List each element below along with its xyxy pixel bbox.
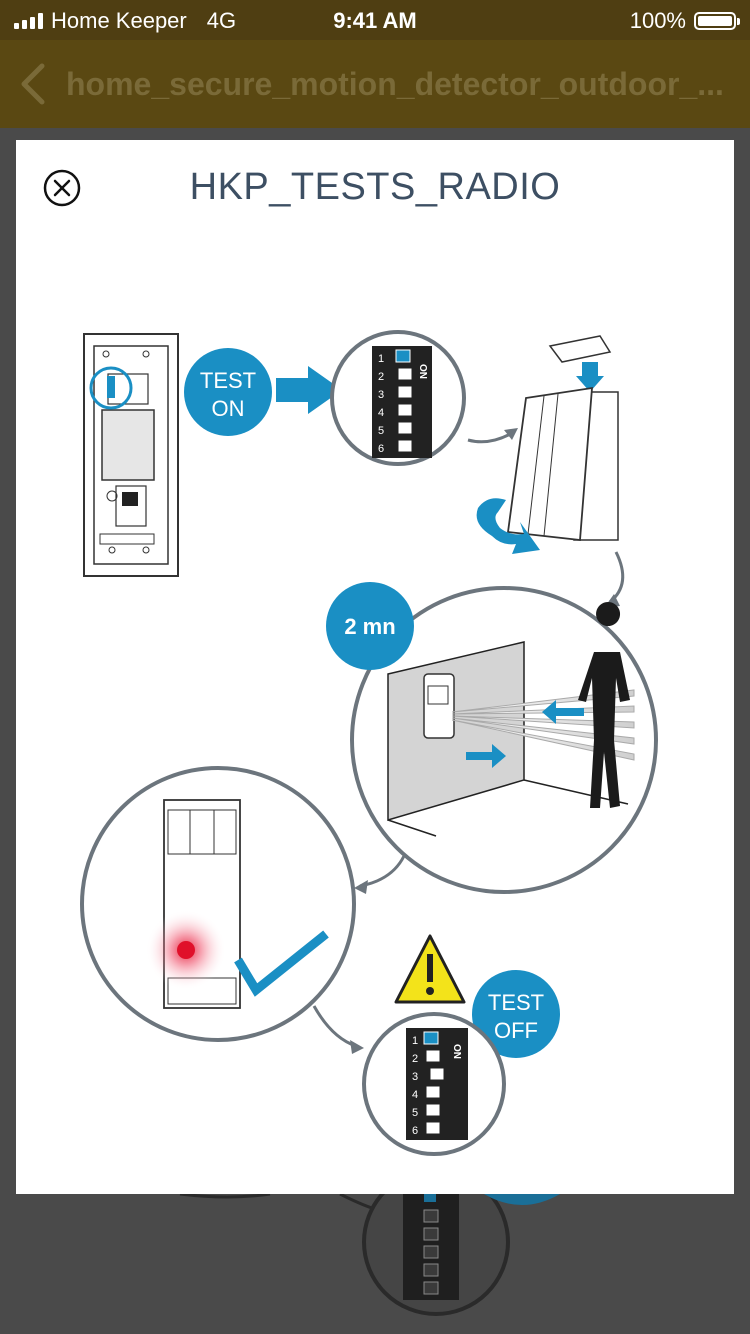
nav-bar: home_secure_motion_detector_outdoor_... — [0, 40, 750, 128]
status-bar: Home Keeper 4G 9:41 AM 100% — [0, 0, 750, 40]
battery-icon — [694, 12, 740, 30]
svg-text:3: 3 — [412, 1071, 418, 1083]
carrier-name: Home Keeper — [51, 8, 187, 33]
dip-switch-test-on: ON 1 2 3 4 5 6 — [330, 330, 466, 466]
warning-triangle-icon — [394, 934, 466, 1004]
radio-test-illustration: TEST ON ON 1 2 3 4 5 6 — [80, 330, 658, 1156]
chevron-left-icon[interactable] — [14, 60, 54, 108]
svg-text:5: 5 — [412, 1107, 418, 1119]
signal-strength-icon — [14, 13, 43, 29]
detector-open-diagram — [83, 333, 179, 577]
test-on-badge: TEST ON — [184, 348, 272, 436]
svg-text:1: 1 — [378, 353, 384, 365]
rotate-arrow-icon — [476, 498, 540, 554]
detector-close-diagram — [506, 335, 619, 541]
duration-badge: 2 mn — [326, 582, 414, 670]
svg-text:OFF: OFF — [494, 1018, 538, 1043]
person-silhouette — [578, 602, 630, 808]
led-check-diagram — [80, 766, 356, 1042]
test-off-badge: TEST OFF — [472, 970, 560, 1058]
close-icon[interactable] — [42, 168, 82, 208]
checkmark-icon — [234, 930, 329, 997]
instruction-modal: TEST ON ON 1 2 3 4 5 6 — [16, 140, 734, 1194]
svg-text:2: 2 — [378, 371, 384, 383]
svg-text:TEST: TEST — [200, 368, 256, 393]
svg-text:5: 5 — [378, 425, 384, 437]
arrow-right-icon — [276, 366, 342, 414]
svg-text:ON: ON — [212, 396, 245, 421]
svg-text:2 mn: 2 mn — [344, 614, 395, 639]
dip-switch-test-off: ON 1 2 3 4 5 6 — [362, 1012, 506, 1156]
svg-text:ON: ON — [451, 1044, 462, 1059]
battery-percent: 100% — [629, 8, 686, 33]
svg-text:4: 4 — [412, 1089, 418, 1101]
svg-text:ON: ON — [417, 364, 428, 379]
svg-text:6: 6 — [412, 1125, 418, 1137]
svg-text:2: 2 — [412, 1053, 418, 1065]
svg-text:TEST: TEST — [488, 990, 544, 1015]
svg-text:6: 6 — [378, 443, 384, 455]
nav-title: home_secure_motion_detector_outdoor_... — [66, 66, 724, 102]
modal-title: HKP_TESTS_RADIO — [189, 166, 561, 208]
network-type: 4G — [206, 8, 237, 33]
clock: 9:41 AM — [333, 8, 417, 33]
svg-text:3: 3 — [378, 389, 384, 401]
svg-text:1: 1 — [412, 1035, 418, 1047]
walk-test-diagram — [350, 586, 658, 894]
svg-text:4: 4 — [378, 407, 384, 419]
background-illustration — [179, 1194, 560, 1316]
